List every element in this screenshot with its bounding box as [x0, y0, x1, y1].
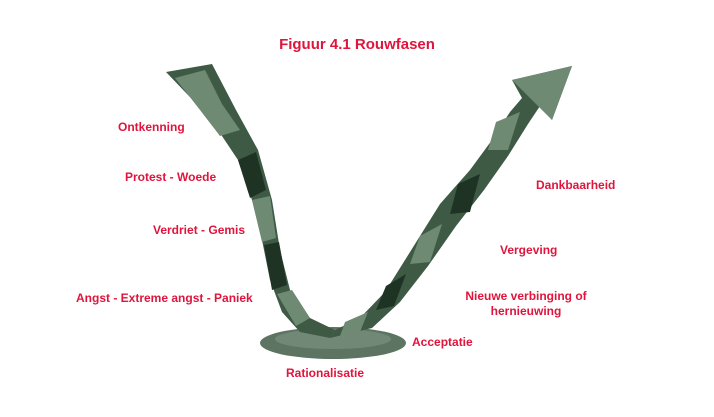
stage-label-angst: Angst - Extreme angst - Paniek — [76, 291, 253, 305]
stage-label-acceptatie: Acceptatie — [412, 335, 473, 349]
stage-label-ontkenning: Ontkenning — [118, 120, 185, 134]
figure-title: Figuur 4.1 Rouwfasen — [279, 36, 435, 53]
stage-label-dankbaarheid: Dankbaarheid — [536, 178, 616, 192]
stage-label-nieuwe-verbinging-line2: hernieuwing — [490, 304, 562, 318]
stage-label-rationalisatie: Rationalisatie — [286, 366, 365, 380]
stage-label-protest-woede: Protest - Woede — [125, 170, 217, 184]
stage-label-nieuwe-verbinging-line1: Nieuwe verbinging of — [465, 289, 587, 303]
stage-label-vergeving: Vergeving — [500, 243, 558, 257]
stage-label-verdriet-gemis: Verdriet - Gemis — [153, 223, 246, 237]
